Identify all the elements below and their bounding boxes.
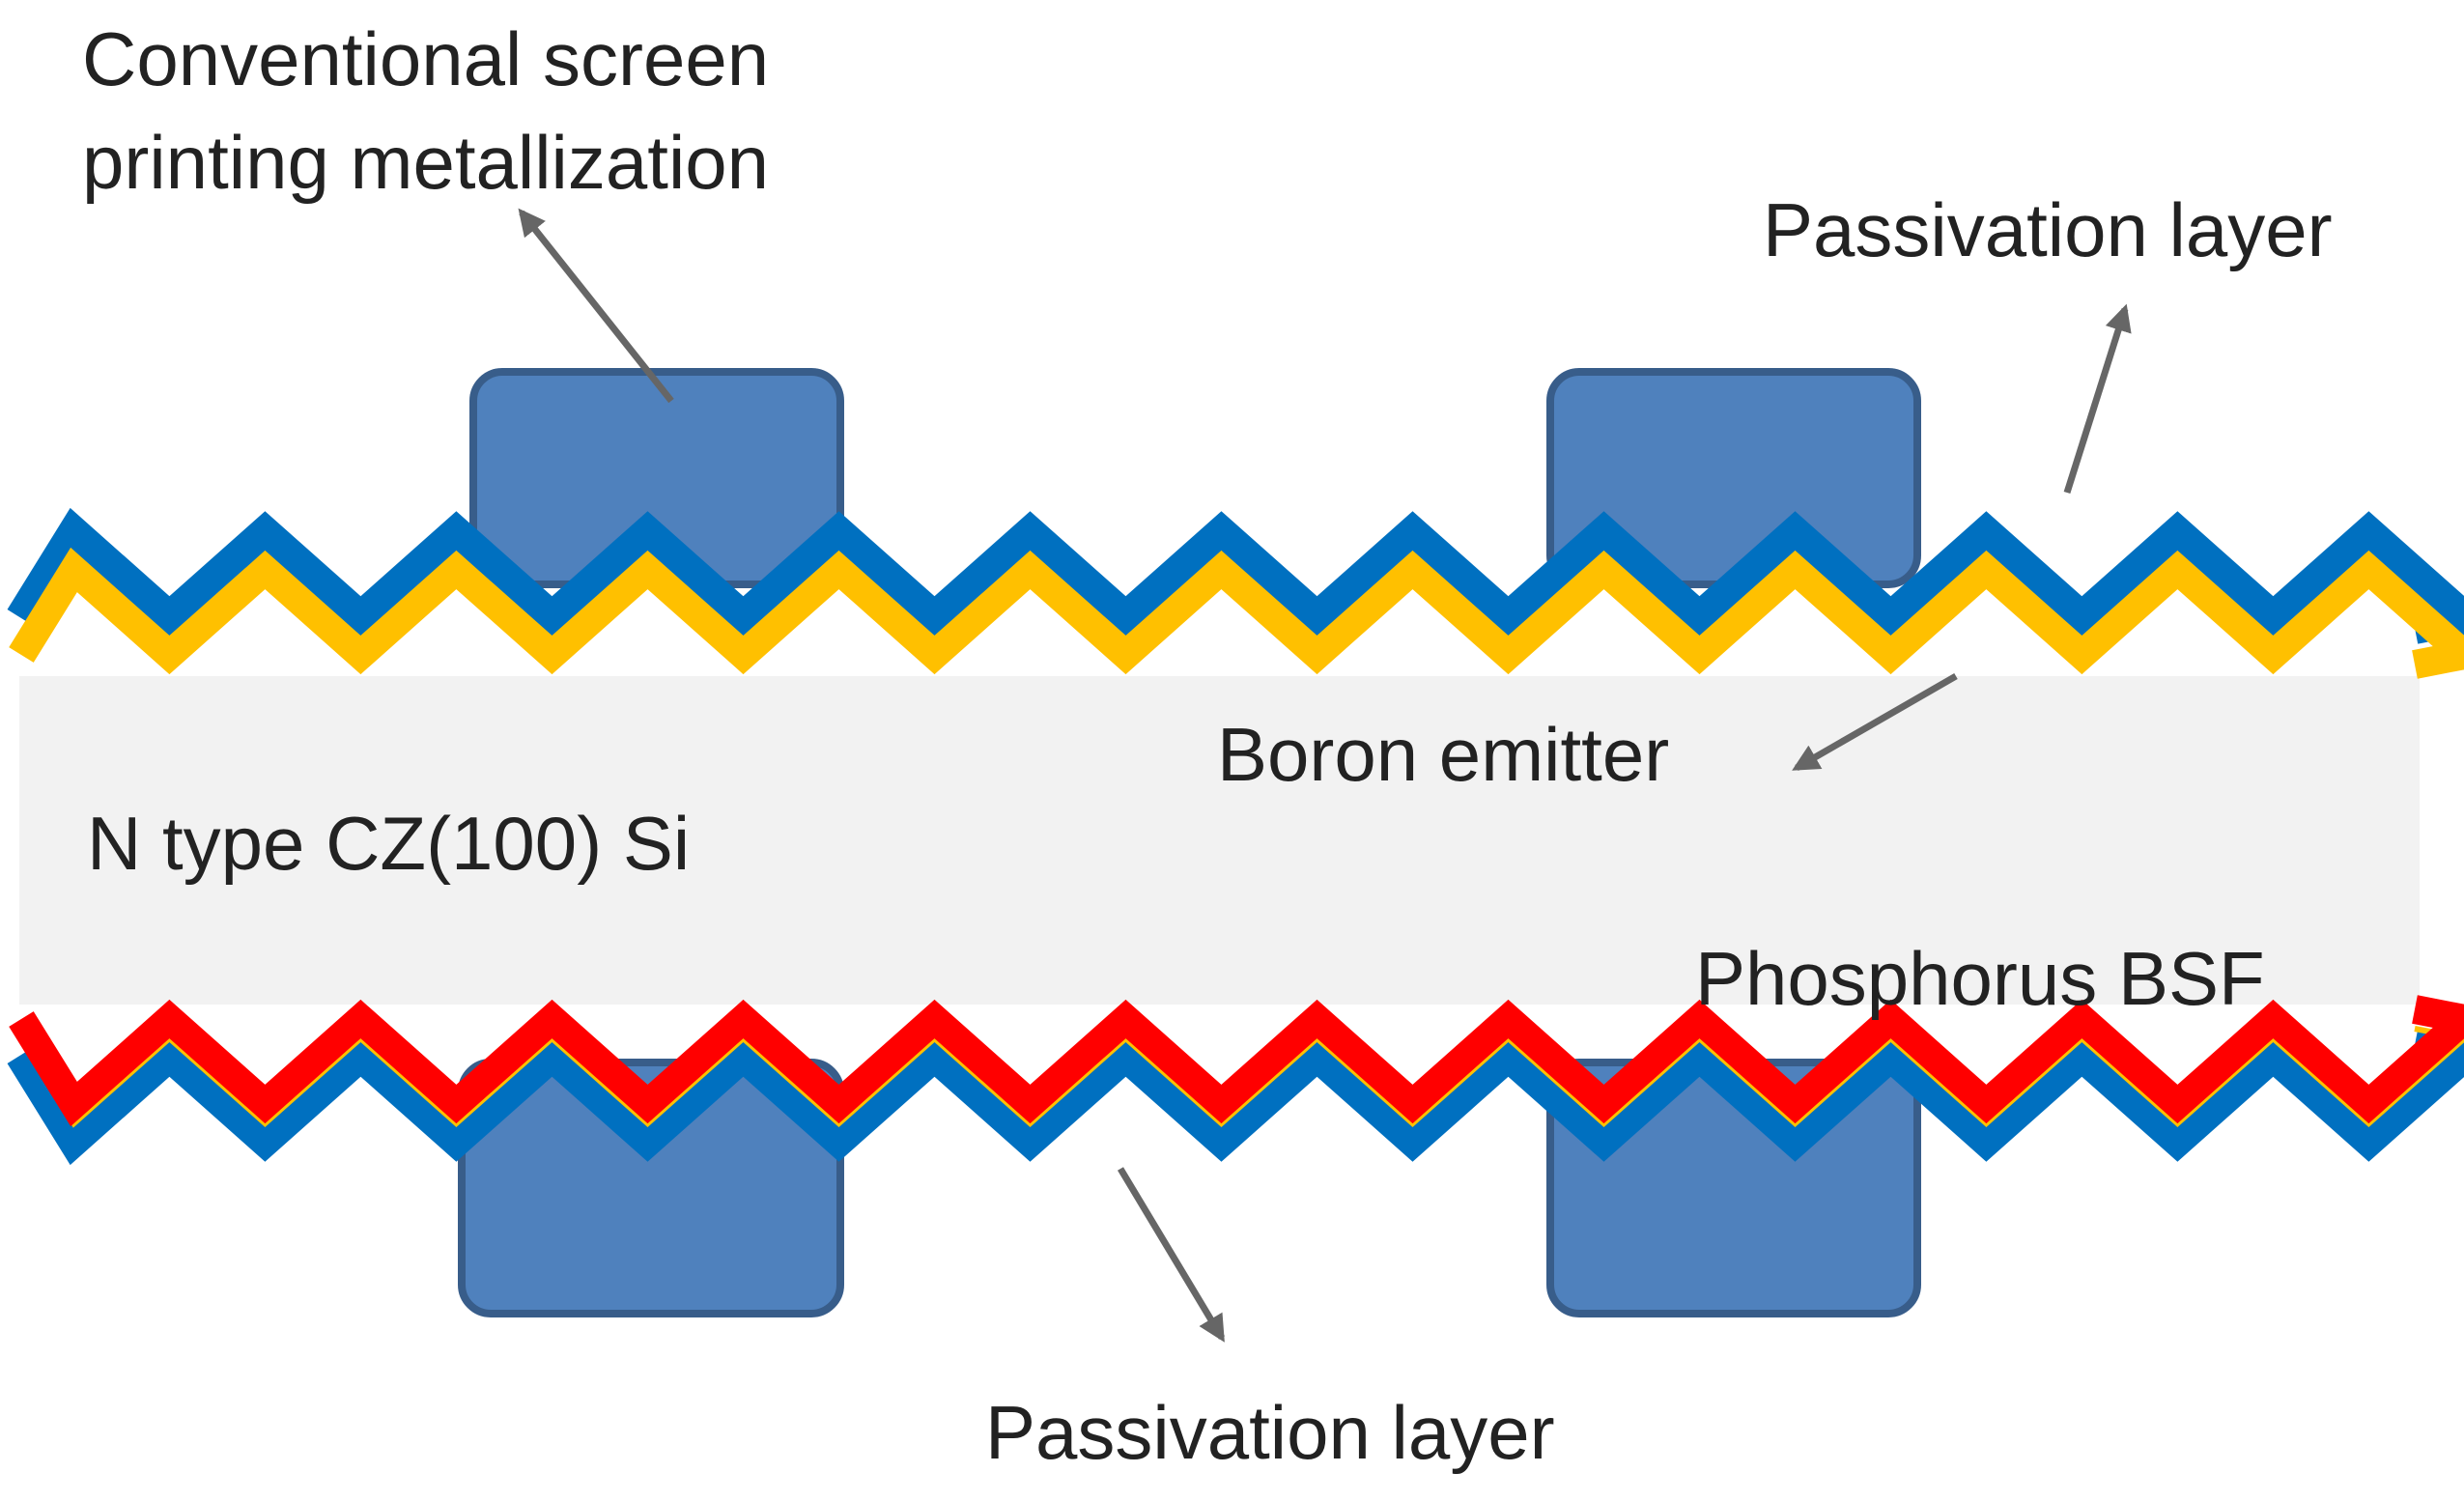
boron-emitter-layer (9, 547, 2464, 679)
front-passivation-layer (7, 507, 2464, 644)
passivation-bottom-arrow (1117, 1167, 1226, 1343)
passivation-top-arrow (2063, 303, 2132, 495)
rear-contact-left (458, 1059, 844, 1317)
metallization-label-line1: Conventional screen (82, 16, 769, 101)
passivation-top-label: Passivation layer (1763, 187, 2333, 272)
n-type-si-substrate (19, 676, 2420, 1005)
metallization-label-line2: printing metallization (82, 120, 769, 205)
substrate-label: N type CZ(100) Si (87, 801, 690, 886)
passivation-bottom-label: Passivation layer (985, 1390, 1555, 1475)
boron-emitter-label: Boron emitter (1217, 712, 1669, 797)
rear-passivation-layer (7, 1029, 2464, 1166)
metallization-arrow (518, 208, 674, 404)
phosphorus-bsf-label: Phosphorus BSF (1695, 936, 2265, 1021)
phosphorus-bsf-layer (9, 995, 2464, 1127)
boron-emitter-arrow (1792, 672, 1958, 772)
